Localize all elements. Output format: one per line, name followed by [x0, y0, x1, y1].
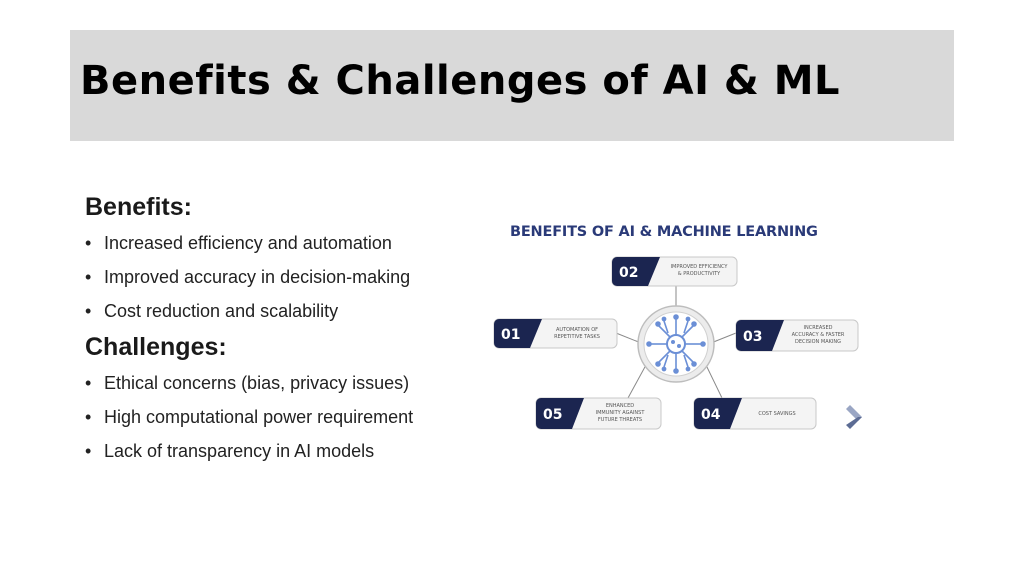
challenges-list: • Ethical concerns (bias, privacy issues)… [85, 366, 485, 468]
node-caption-line: IMMUNITY AGAINST [596, 410, 646, 416]
title-band [70, 30, 954, 141]
slide-title: Benefits & Challenges of AI & ML [80, 58, 841, 104]
bullet-icon: • [85, 267, 92, 287]
node-number: 05 [543, 407, 562, 423]
node-badge [736, 320, 784, 351]
node-caption-line: INCREASED [804, 325, 833, 331]
connector-lines [615, 286, 737, 399]
list-item-text: Lack of transparency in AI models [104, 441, 375, 461]
connector-line [710, 332, 737, 344]
node-badge [494, 319, 542, 348]
node-caption-line: COST SAVINGS [758, 411, 795, 417]
list-item: • Increased efficiency and automation [85, 226, 485, 260]
challenges-heading: Challenges: [85, 333, 227, 361]
text-content: Benefits: • Increased efficiency and auto… [85, 190, 485, 468]
node-badge [536, 398, 584, 429]
node-caption-line: AUTOMATION OF [556, 327, 598, 333]
list-item: • Cost reduction and scalability [85, 294, 485, 328]
list-item-text: Ethical concerns (bias, privacy issues) [104, 373, 410, 393]
node-number: 02 [619, 265, 638, 281]
node-caption-line: IMPROVED EFFICIENCY [671, 264, 729, 270]
benefit-node-03: 03 INCREASED ACCURACY & FASTER DECISION … [735, 319, 859, 352]
bullet-icon: • [85, 407, 92, 427]
benefit-node-04: 04 COST SAVINGS [693, 397, 817, 430]
node-badge [694, 398, 742, 429]
node-caption-line: REPETITIVE TASKS [554, 334, 600, 340]
benefits-infographic: 02 IMPROVED EFFICIENCY & PRODUCTIVITY 01… [488, 215, 878, 445]
node-caption-line: FUTURE THREATS [598, 417, 642, 423]
node-number: 03 [743, 329, 762, 345]
bullet-icon: • [85, 441, 92, 461]
node-number: 01 [501, 327, 520, 343]
benefit-node-05: 05 ENHANCED IMMUNITY AGAINST FUTURE THRE… [535, 397, 662, 430]
infographic-canvas: 02 IMPROVED EFFICIENCY & PRODUCTIVITY 01… [493, 256, 862, 430]
list-item-text: Cost reduction and scalability [104, 301, 339, 321]
connector-line [705, 364, 723, 399]
list-item: • Ethical concerns (bias, privacy issues) [85, 366, 485, 400]
bullet-icon: • [85, 301, 92, 321]
list-item: • High computational power requirement [85, 400, 485, 434]
bullet-icon: • [85, 233, 92, 253]
node-caption-line: ACCURACY & FASTER [792, 332, 845, 338]
benefit-node-01: 01 AUTOMATION OF REPETITIVE TASKS [493, 318, 618, 349]
connector-line [615, 332, 642, 344]
node-caption-line: ENHANCED [606, 403, 634, 409]
node-caption-line: DECISION MAKING [795, 339, 841, 345]
list-item: • Lack of transparency in AI models [85, 434, 485, 468]
benefits-heading: Benefits: [85, 193, 192, 221]
ai-chip-icon [637, 305, 715, 383]
node-badge [612, 257, 660, 286]
benefits-list: • Increased efficiency and automation • Im… [85, 226, 485, 328]
bullet-icon: • [85, 373, 92, 393]
connector-line [627, 364, 647, 399]
list-item-text: Improved accuracy in decision-making [104, 267, 411, 287]
benefit-node-02: 02 IMPROVED EFFICIENCY & PRODUCTIVITY [611, 256, 738, 287]
list-item-text: Increased efficiency and automation [104, 233, 392, 253]
infographic-title: BENEFITS OF AI & MACHINE LEARNING [510, 224, 818, 240]
list-item: • Improved accuracy in decision-making [85, 260, 485, 294]
chevron-arrow-icon [846, 405, 862, 429]
node-caption-line: & PRODUCTIVITY [678, 271, 721, 277]
node-number: 04 [701, 407, 721, 423]
list-item-text: High computational power requirement [104, 407, 414, 427]
